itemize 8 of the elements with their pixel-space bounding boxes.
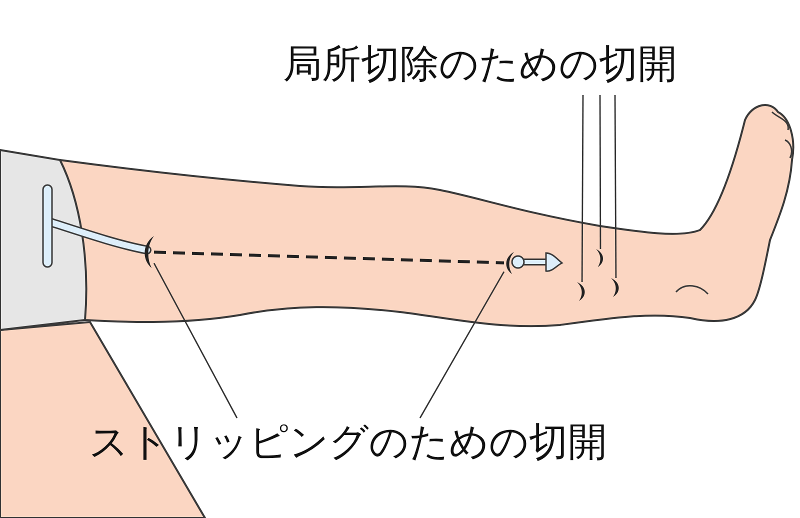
stripping-path-line bbox=[154, 250, 504, 264]
callout-label: ストリッピングのための切開 bbox=[88, 419, 608, 467]
leader-line bbox=[614, 95, 617, 278]
leader-line bbox=[153, 262, 238, 418]
leader-line bbox=[419, 271, 505, 418]
leader-line bbox=[581, 95, 584, 282]
callout-label: 局所切除のための切開 bbox=[282, 41, 678, 89]
leader-line bbox=[599, 95, 602, 249]
